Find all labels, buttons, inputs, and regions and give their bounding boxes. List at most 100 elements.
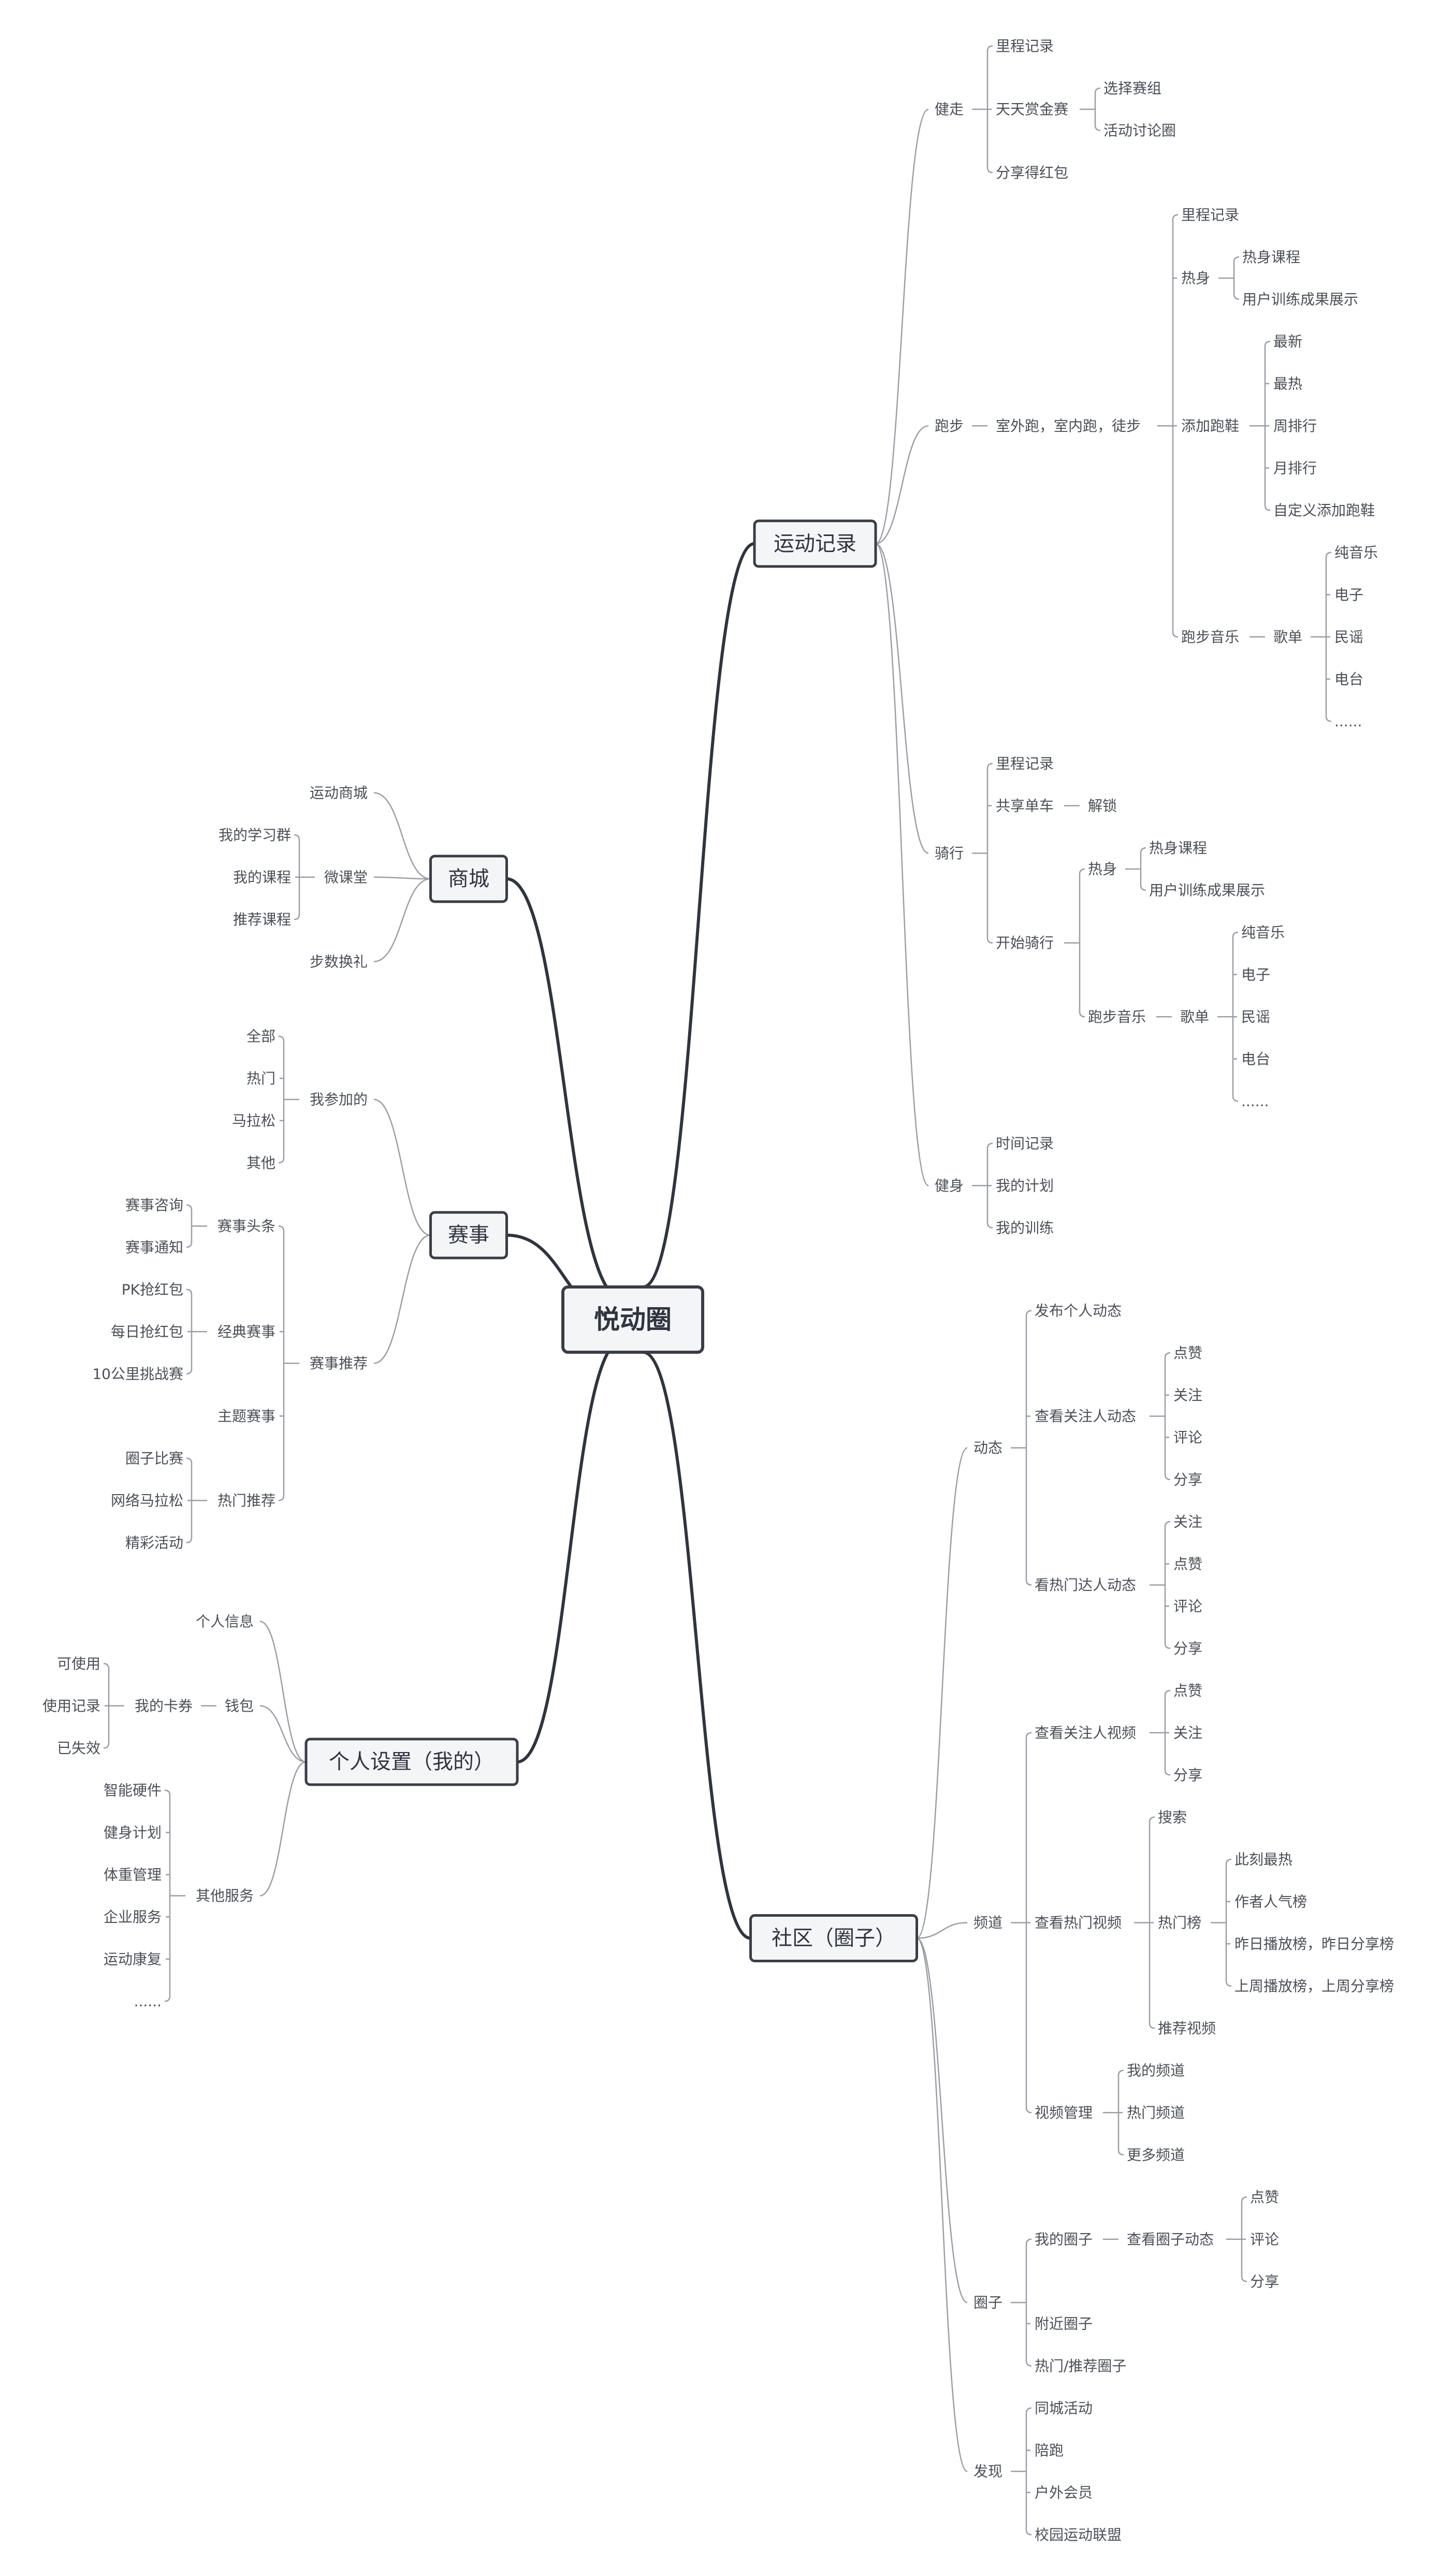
- node-label: 活动讨论圈: [1103, 122, 1176, 139]
- node-label: 分享: [1250, 2273, 1279, 2290]
- connector: [373, 1234, 431, 1364]
- node-label: 体重管理: [104, 1866, 162, 1883]
- node-label: 点赞: [1173, 1555, 1202, 1572]
- node-label: 热身课程: [1149, 840, 1207, 857]
- connector: [986, 763, 993, 944]
- node-label: 最热: [1273, 375, 1302, 392]
- node-label: 个人信息: [196, 1613, 254, 1630]
- node-label: 查看关注人动态: [1035, 1408, 1136, 1425]
- node-label: 评论: [1173, 1429, 1202, 1446]
- node-label: 分享得红包: [996, 164, 1068, 181]
- node-label: 自定义添加跑鞋: [1273, 502, 1375, 519]
- node-label: 其他服务: [196, 1887, 254, 1904]
- connector: [916, 1447, 968, 1939]
- main-node-box: [753, 519, 877, 568]
- node-label: 看热门达人动态: [1035, 1576, 1136, 1594]
- main-node-box: [304, 1738, 519, 1786]
- node-label: 运动商城: [310, 784, 368, 801]
- main-node-label: 社区（圈子）: [772, 1927, 896, 1950]
- node-label: 校园运动联盟: [1035, 2526, 1122, 2543]
- node-label: 全部: [246, 1027, 275, 1045]
- node-label: ......: [1241, 1093, 1269, 1110]
- connector: [373, 878, 431, 962]
- connector: [875, 543, 929, 1186]
- node-label: 昨日播放榜，昨日分享榜: [1234, 1935, 1394, 1952]
- main-node-box: [429, 1211, 508, 1260]
- connector: [1094, 88, 1101, 131]
- node-label: 我的频道: [1127, 2062, 1185, 2079]
- node-label: 热身: [1181, 270, 1210, 287]
- node-label: 共享单车: [996, 797, 1054, 814]
- node-label: 每日抢红包: [111, 1323, 183, 1340]
- node-label: 我的课程: [233, 869, 291, 886]
- node-label: 我参加的: [310, 1091, 368, 1108]
- node-label: 解锁: [1088, 797, 1117, 814]
- node-label: 推荐课程: [233, 911, 291, 928]
- node-label: 附近圈子: [1035, 2315, 1093, 2332]
- node-label: 10公里挑战赛: [92, 1365, 183, 1382]
- connector: [517, 1339, 623, 1763]
- node-label: 我的卡券: [135, 1697, 193, 1714]
- node-label: ......: [1334, 713, 1362, 730]
- node-label: 点赞: [1173, 1344, 1202, 1362]
- node-label: 微课堂: [324, 869, 368, 886]
- node-label: 关注: [1173, 1513, 1202, 1530]
- node-label: 搜索: [1158, 1808, 1187, 1826]
- node-label: 健身计划: [104, 1824, 162, 1841]
- node-label: 用户训练成果展示: [1242, 291, 1358, 308]
- node-label: 此刻最热: [1234, 1851, 1292, 1868]
- node-label: 电台: [1241, 1050, 1270, 1067]
- node-label: 跑步: [935, 417, 964, 435]
- node-label: 评论: [1173, 1598, 1202, 1615]
- connector: [259, 1761, 307, 1897]
- connector: [259, 1705, 307, 1763]
- node-label: 查看圈子动态: [1127, 2231, 1214, 2248]
- connector: [1225, 1859, 1232, 1987]
- connector: [1025, 2407, 1032, 2536]
- node-label: 已失效: [57, 1740, 100, 1757]
- connector: [875, 425, 929, 544]
- root-node-box: [561, 1285, 704, 1354]
- node-label: 电台: [1334, 671, 1363, 688]
- node-label: 热门频道: [1127, 2104, 1185, 2121]
- node-label: 发布个人动态: [1035, 1302, 1122, 1319]
- node-label: 室外跑，室内跑，徒步: [996, 417, 1141, 435]
- node-label: 智能硬件: [104, 1782, 162, 1799]
- node-label: 热身课程: [1242, 249, 1300, 266]
- node-label: 分享: [1173, 1767, 1202, 1784]
- root-node-label: 悦动圈: [594, 1305, 672, 1335]
- node-label: 纯音乐: [1241, 924, 1285, 941]
- node-label: 赛事咨询: [125, 1196, 183, 1213]
- node-label: 马拉松: [232, 1112, 275, 1129]
- connector: [259, 1620, 307, 1763]
- node-label: 作者人气榜: [1234, 1893, 1307, 1910]
- main-node-box: [749, 1914, 918, 1962]
- connector: [1079, 868, 1085, 1018]
- node-label: 选择赛组: [1103, 80, 1161, 97]
- node-label: 热门/推荐圈子: [1035, 2357, 1126, 2375]
- connector: [643, 1351, 751, 1940]
- node-label: 点赞: [1250, 2189, 1279, 2206]
- connector: [916, 1937, 968, 2472]
- node-label: 我的圈子: [1035, 2231, 1093, 2248]
- node-label: 骑行: [935, 845, 964, 862]
- node-label: 陪跑: [1035, 2442, 1064, 2459]
- node-label: 可使用: [57, 1655, 100, 1672]
- node-label: 我的训练: [996, 1219, 1054, 1236]
- connector: [278, 1225, 285, 1501]
- node-label: 运动康复: [104, 1950, 162, 1967]
- node-label: 热身: [1088, 861, 1117, 878]
- node-label: 其他: [246, 1154, 275, 1171]
- main-node-label: 赛事: [448, 1223, 489, 1247]
- node-label: 分享: [1173, 1640, 1202, 1657]
- node-label: 歌单: [1180, 1008, 1209, 1025]
- connector: [506, 877, 623, 1300]
- node-label: 民谣: [1241, 1008, 1270, 1025]
- node-label: 里程记录: [996, 755, 1054, 772]
- node-label: 电子: [1334, 586, 1363, 603]
- node-label: 热门推荐: [217, 1492, 275, 1509]
- connector: [373, 876, 431, 880]
- node-label: 我的计划: [996, 1177, 1054, 1194]
- node-label: 评论: [1250, 2231, 1279, 2248]
